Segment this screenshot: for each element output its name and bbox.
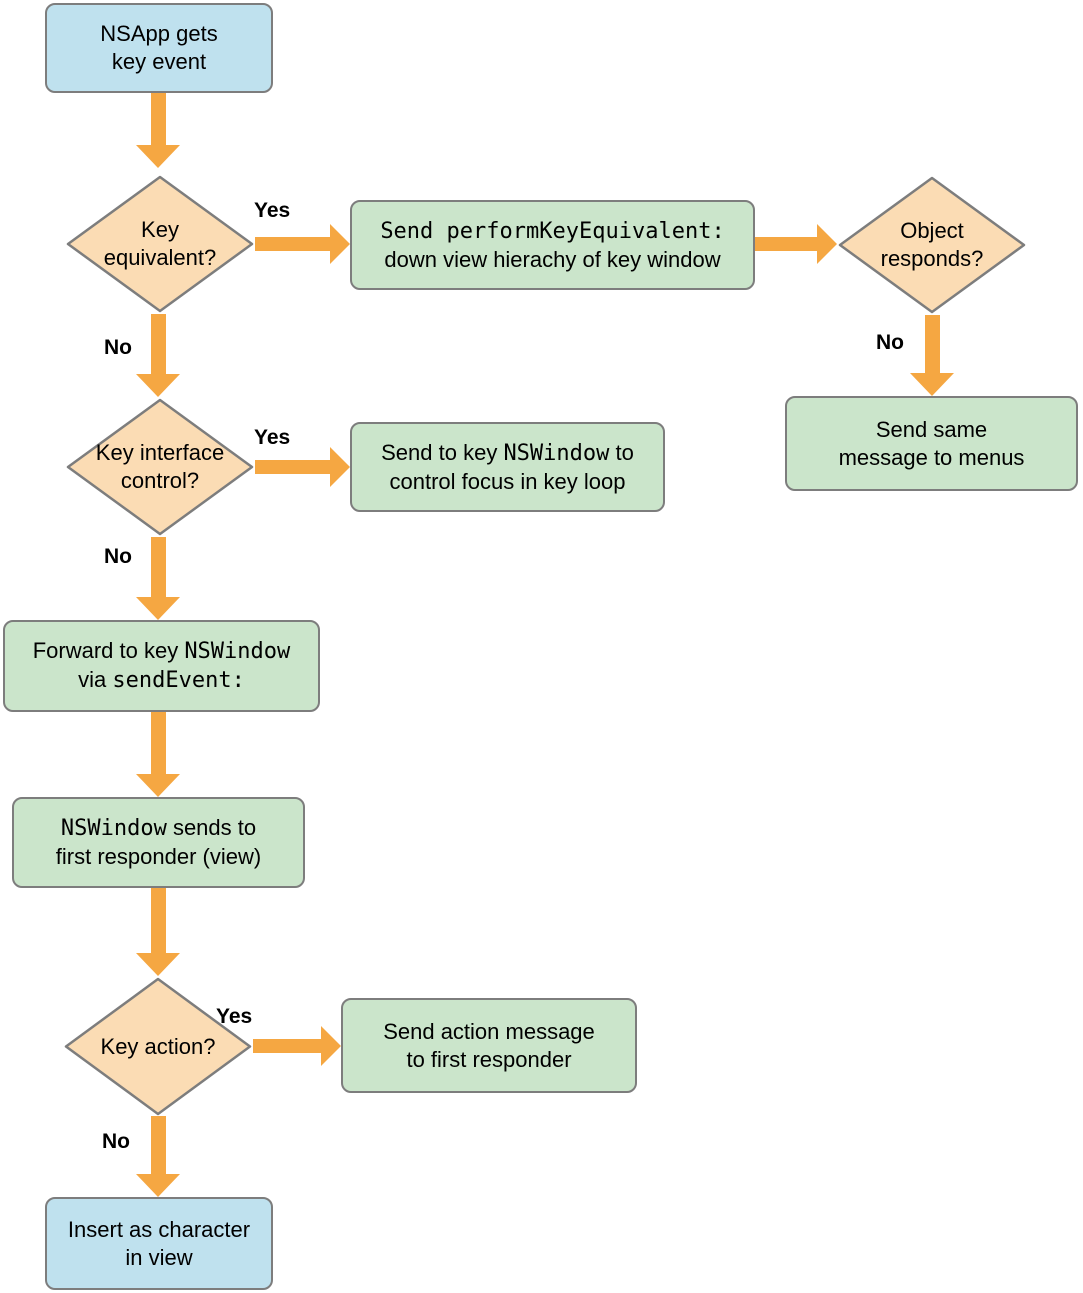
node-send-action-message: Send action message to first responder: [341, 998, 637, 1093]
node-nswindow-sends-to-first-responder: NSWindow sends to first responder (view): [12, 797, 305, 888]
node-text: NSWindow sends to first responder (view): [56, 814, 261, 871]
edge-label-no: No: [876, 331, 904, 354]
arrow-head: [136, 774, 180, 797]
diamond-shape: [66, 398, 254, 536]
edge-label-no: No: [104, 336, 132, 359]
node-line: Key interface: [95, 440, 225, 465]
node-send-same-message-to-menus: Send same message to menus: [785, 396, 1078, 491]
arrow-head: [136, 145, 180, 168]
arrow-shaft: [255, 460, 330, 474]
diamond-shape: [64, 977, 252, 1116]
arrow-shaft: [924, 315, 940, 373]
arrow-head: [136, 953, 180, 976]
diamond-shape: [838, 176, 1026, 314]
node-line: Forward to key: [32, 638, 185, 663]
node-line: down view hierachy of key window: [384, 246, 721, 272]
node-line: Send same: [875, 416, 988, 442]
node-line: control?: [120, 468, 200, 493]
node-line: Key: [141, 217, 179, 242]
node-text: Object responds?: [881, 217, 984, 273]
node-text: Send same message to menus: [839, 416, 1025, 472]
node-key-action: Key action?: [63, 976, 253, 1117]
node-nsapp-gets-key-event: NSApp gets key event: [45, 3, 273, 93]
arrow-key-interface-no: [136, 537, 180, 620]
node-text: Send to key NSWindow to control focus in…: [381, 439, 634, 496]
node-line: first responder (view): [55, 844, 262, 869]
arrow-head: [330, 447, 350, 487]
node-line: Insert as character: [67, 1216, 251, 1242]
arrow-shaft: [150, 93, 166, 145]
node-line-code: NSWindow: [60, 816, 167, 841]
edge-label-yes: Yes: [254, 426, 291, 449]
edge-label-no: No: [104, 545, 132, 568]
arrow-head: [817, 224, 837, 264]
node-text: Key action?: [101, 1033, 216, 1061]
arrow-shaft: [255, 237, 330, 251]
node-line: to: [609, 439, 634, 465]
arrow-head: [910, 373, 954, 396]
arrow-shaft: [150, 888, 166, 953]
arrow-nswindow-sends-to-key-action: [136, 888, 180, 976]
arrow-head: [321, 1026, 341, 1066]
diamond-shape: [66, 175, 254, 313]
node-line: Key action?: [100, 1033, 216, 1059]
node-text: Key interface control?: [96, 439, 224, 495]
node-insert-as-character: Insert as character in view: [45, 1197, 273, 1290]
arrow-nsapp-to-key-equivalent: [136, 93, 180, 168]
arrow-key-equivalent-no: [136, 314, 180, 397]
node-line: Send action message: [383, 1018, 595, 1044]
edge-label-yes: Yes: [254, 199, 291, 222]
node-line-code: NSWindow: [503, 440, 610, 466]
node-text: Forward to key NSWindow via sendEvent:: [33, 637, 291, 695]
node-key-equivalent: Key equivalent?: [65, 174, 255, 314]
node-line: to first responder: [406, 1046, 572, 1072]
node-key-interface-control: Key interface control?: [65, 397, 255, 537]
node-line: Send to key: [381, 439, 504, 465]
node-text: NSApp gets key event: [100, 20, 217, 76]
node-line: equivalent?: [103, 245, 217, 270]
arrow-shaft: [150, 537, 166, 597]
edge-label-no: No: [102, 1130, 130, 1153]
node-send-perform-key-equivalent: Send performKeyEquivalent: down view hie…: [350, 200, 755, 290]
node-line: in view: [125, 1244, 193, 1270]
node-line-code: Send performKeyEquivalent:: [380, 218, 725, 244]
node-line: Object: [900, 218, 964, 243]
arrow-object-responds-no: [910, 315, 954, 396]
node-object-responds: Object responds?: [837, 175, 1027, 315]
node-text: Insert as character in view: [68, 1216, 250, 1272]
arrow-shaft: [253, 1039, 321, 1053]
node-text: Send performKeyEquivalent: down view hie…: [380, 217, 724, 274]
node-line: control focus in key loop: [389, 468, 626, 494]
arrow-shaft: [150, 1116, 166, 1174]
arrow-head: [136, 597, 180, 620]
arrow-shaft: [150, 314, 166, 374]
node-forward-to-key-nswindow: Forward to key NSWindow via sendEvent:: [3, 620, 320, 712]
node-line: via: [78, 667, 113, 692]
node-text: Send action message to first responder: [383, 1018, 595, 1074]
node-line: sends to: [166, 815, 257, 840]
node-line: NSApp gets: [100, 21, 218, 46]
arrow-shaft: [150, 712, 166, 774]
node-line-code: sendEvent:: [112, 668, 245, 693]
arrow-forward-to-nswindow-sends: [136, 712, 180, 797]
node-send-to-key-nswindow: Send to key NSWindow to control focus in…: [350, 422, 665, 512]
node-text: Key equivalent?: [104, 216, 217, 272]
node-line: message to menus: [838, 444, 1025, 470]
arrow-head: [136, 374, 180, 397]
node-line: key event: [111, 49, 207, 74]
arrow-key-action-no: [136, 1116, 180, 1197]
edge-label-yes: Yes: [216, 1005, 253, 1028]
node-line-code: NSWindow: [184, 639, 291, 664]
arrow-head: [136, 1174, 180, 1197]
arrow-shaft: [755, 237, 817, 251]
arrow-head: [330, 224, 350, 264]
node-line: responds?: [880, 246, 984, 271]
